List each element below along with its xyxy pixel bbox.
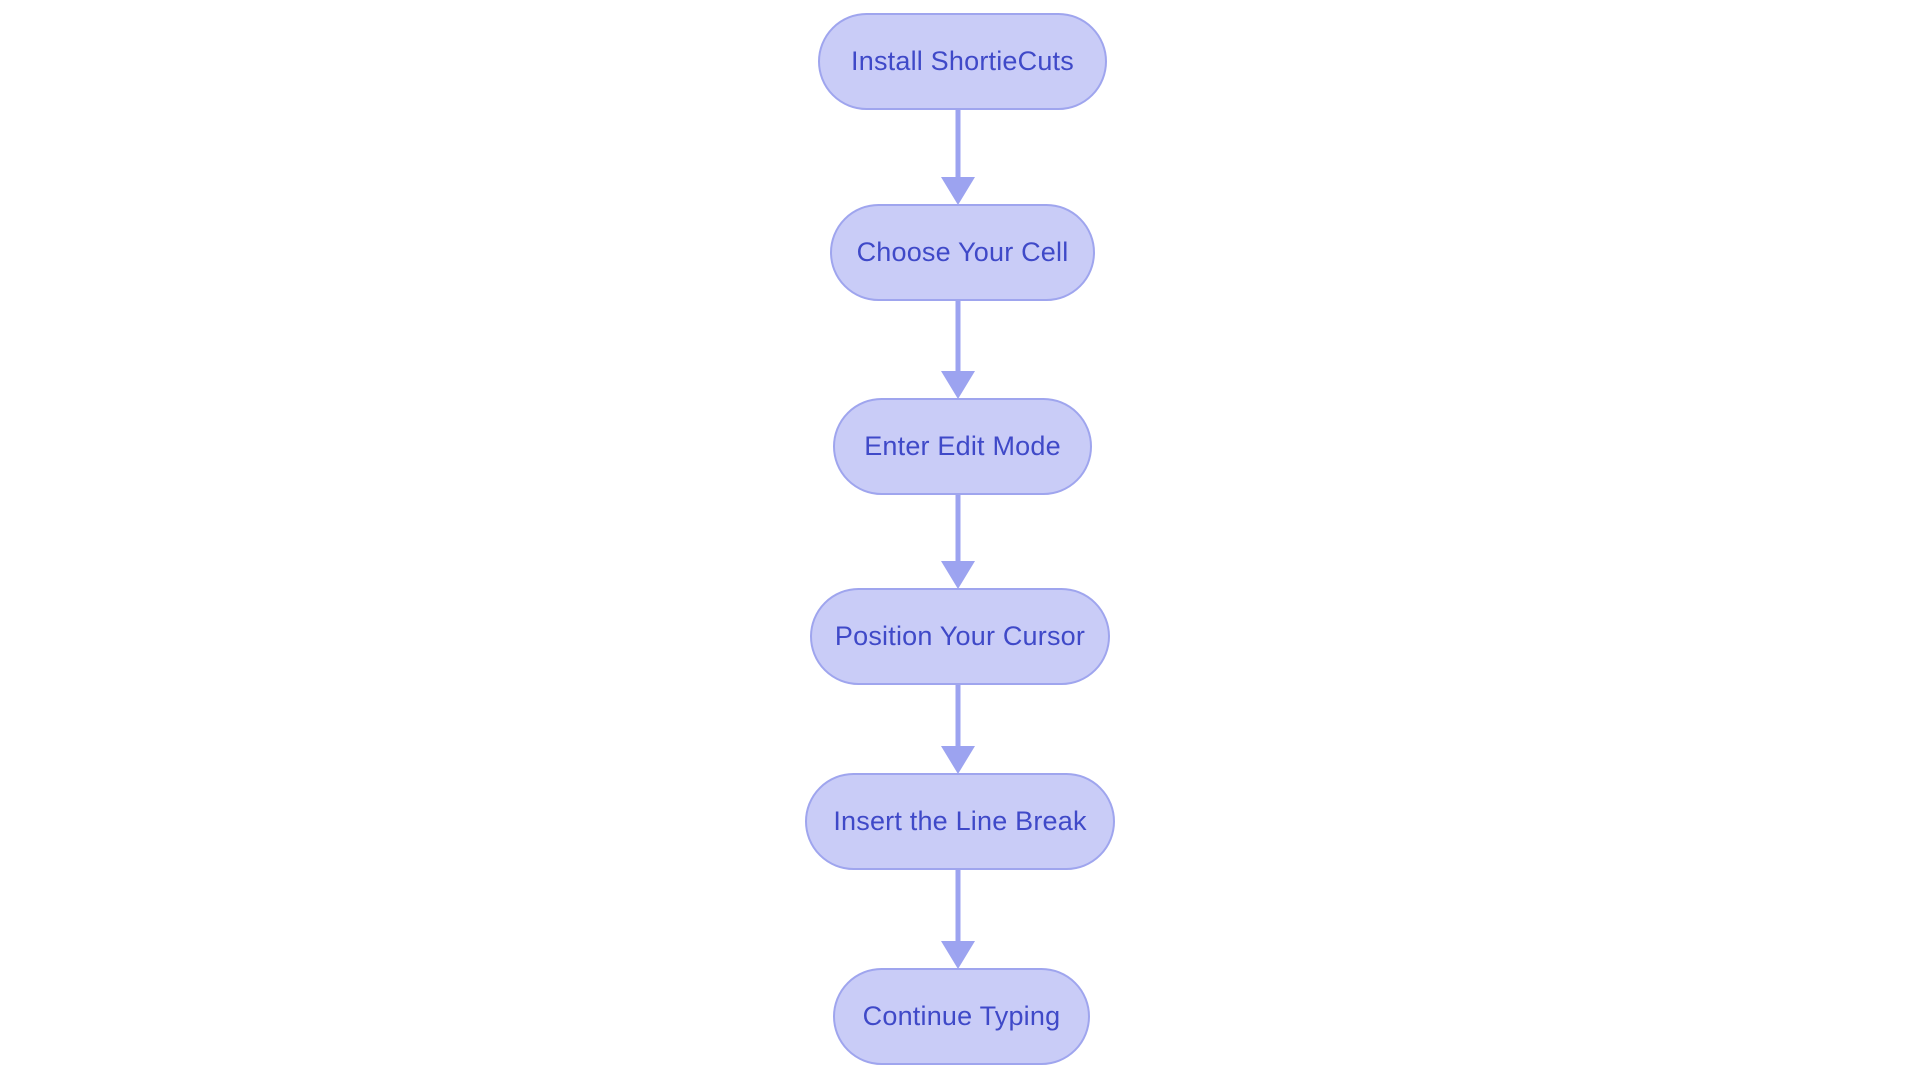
arrow-shaft <box>955 301 961 375</box>
arrow-down-icon <box>941 870 975 969</box>
flow-node-label: Continue Typing <box>862 1001 1061 1031</box>
flow-node-insert-the-line-break: Insert the Line Break <box>805 773 1115 870</box>
arrow-shaft <box>955 870 961 945</box>
flow-node-choose-your-cell: Choose Your Cell <box>830 204 1095 301</box>
arrow-shaft <box>955 110 961 181</box>
flow-node-enter-edit-mode: Enter Edit Mode <box>833 398 1092 495</box>
flow-node-label: Position Your Cursor <box>834 621 1086 651</box>
arrow-head <box>941 371 975 399</box>
flow-node-continue-typing: Continue Typing <box>833 968 1090 1065</box>
flow-node-label: Enter Edit Mode <box>864 431 1061 461</box>
arrow-shaft <box>955 495 961 565</box>
flow-node-label: Choose Your Cell <box>856 237 1069 267</box>
flow-node-label: Install ShortieCuts <box>851 46 1074 76</box>
flow-node-label: Insert the Line Break <box>833 806 1087 836</box>
arrow-down-icon <box>941 110 975 205</box>
flow-node-install-shortiecuts: Install ShortieCuts <box>818 13 1107 110</box>
arrow-head <box>941 561 975 589</box>
arrow-down-icon <box>941 301 975 399</box>
arrow-down-icon <box>941 495 975 589</box>
flow-node-position-your-cursor: Position Your Cursor <box>810 588 1110 685</box>
arrow-shaft <box>955 685 961 750</box>
arrow-down-icon <box>941 685 975 774</box>
arrow-head <box>941 177 975 205</box>
arrow-head <box>941 746 975 774</box>
arrow-head <box>941 941 975 969</box>
